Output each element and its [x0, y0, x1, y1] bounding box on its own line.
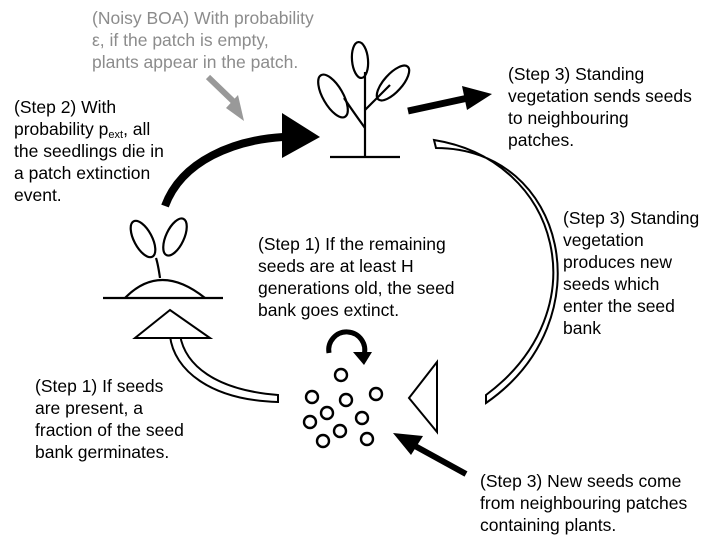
step3-right-label: (Step 3) Standing vegetation produces ne…	[563, 208, 700, 338]
step3-top-label: (Step 3) Standing vegetation sends seeds…	[508, 64, 692, 150]
step3-bottom-label: (Step 3) New seeds come from neighbourin…	[480, 471, 688, 535]
step3-incoming-seeds-arrow	[393, 433, 468, 477]
step1-germination-arrow	[132, 308, 279, 404]
circular-arrow-icon	[326, 329, 372, 365]
step2-growth-arrow	[161, 113, 320, 208]
step2-label: (Step 2) With probability pext, all the …	[14, 97, 164, 205]
step1-center-label: (Step 1) If the remaining seeds are at l…	[258, 234, 455, 320]
step3-seed-production-arrow	[407, 138, 559, 435]
mature-plant-icon	[317, 40, 411, 159]
noisy-boa-label: (Noisy BOA) With probability ε, if the p…	[92, 8, 314, 72]
step1-left-label: (Step 1) If seeds are present, a fractio…	[35, 376, 184, 462]
seedling-icon	[103, 217, 223, 300]
seed-bank-icon	[302, 367, 384, 449]
step3-outgoing-seeds-arrow	[407, 86, 492, 115]
noisy-boa-arrow	[205, 74, 244, 121]
